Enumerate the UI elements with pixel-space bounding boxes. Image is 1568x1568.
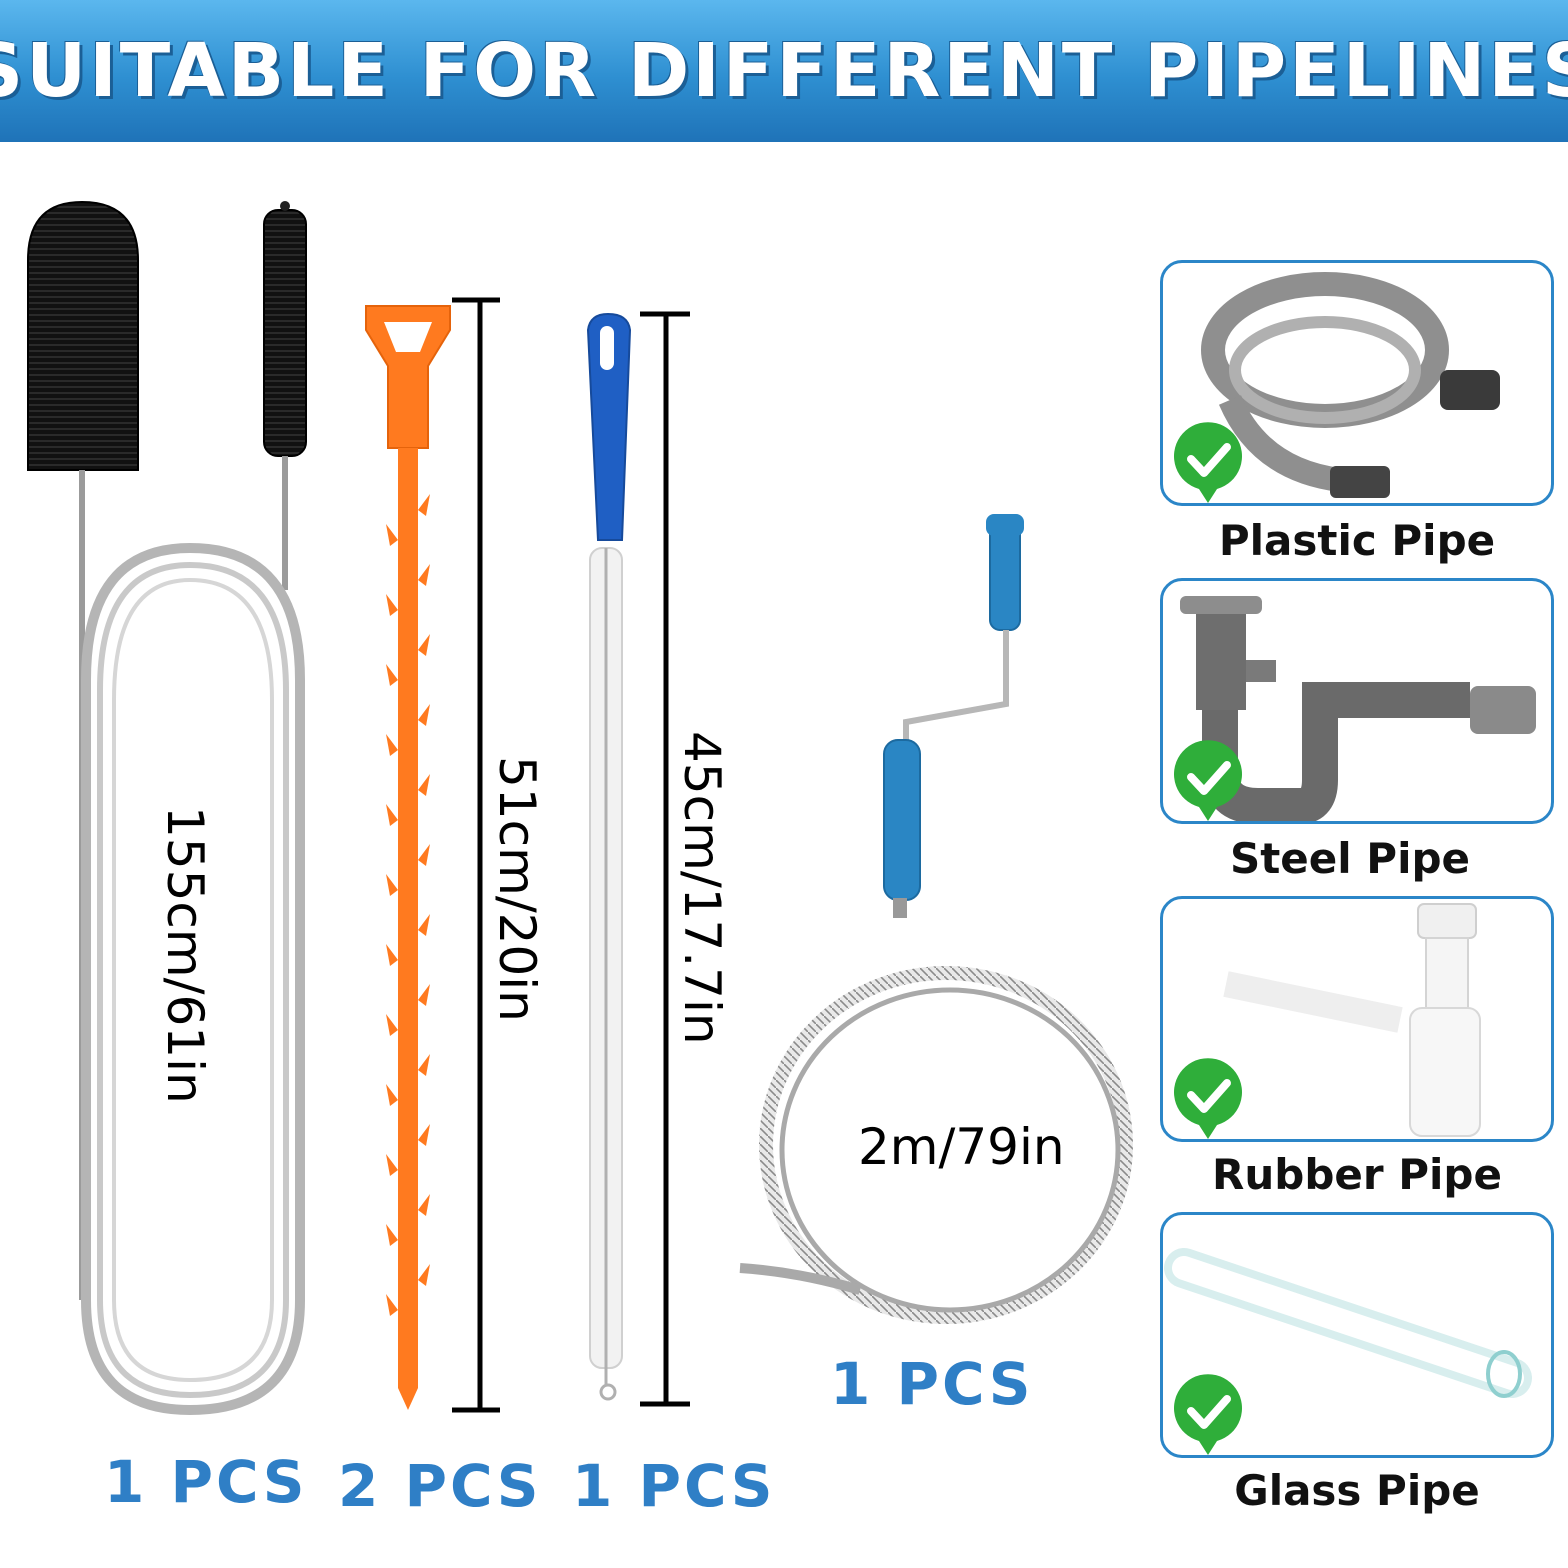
banner-title: SUITABLE FOR DIFFERENT PIPELINES	[0, 28, 1568, 114]
spring-cable	[79, 456, 305, 1416]
quantity-auger: 1 PCS	[830, 1350, 1034, 1418]
orange-drain-stick	[365, 305, 451, 1410]
measure-label-auger-cable: 2m/79in	[858, 1118, 1065, 1176]
pipe-label-plastic: Plastic Pipe	[1218, 516, 1496, 565]
quantity-white-brush: 1 PCS	[572, 1452, 776, 1520]
measure-label-spring-brush: 155cm/61in	[156, 806, 214, 1104]
pipe-card-glass	[1160, 1212, 1554, 1458]
pipe-label-rubber: Rubber Pipe	[1212, 1150, 1502, 1199]
large-brush-head	[27, 200, 139, 471]
check-icon	[1174, 740, 1242, 821]
pipe-card-steel	[1160, 578, 1554, 824]
white-brush	[586, 312, 632, 1401]
quantity-orange-stick: 2 PCS	[338, 1452, 542, 1520]
steel-pipe-art	[1180, 596, 1536, 824]
check-icon	[1174, 422, 1242, 503]
measure-bracket-orange	[452, 297, 500, 1413]
pipe-card-rubber	[1160, 896, 1554, 1142]
measure-label-orange-stick: 51cm/20in	[488, 756, 546, 1022]
header-banner: SUITABLE FOR DIFFERENT PIPELINES	[0, 0, 1568, 142]
plastic-pipe-art	[1201, 272, 1500, 498]
small-brush-head	[263, 201, 307, 457]
glass-pipe-art	[1164, 1248, 1532, 1398]
auger-handle	[883, 514, 1024, 918]
pipe-card-plastic	[1160, 260, 1554, 506]
rubber-pipe-art	[1223, 903, 1481, 1137]
measure-bracket-white	[640, 311, 690, 1407]
check-icon	[1174, 1058, 1242, 1139]
measure-label-white-brush: 45cm/17.7in	[673, 731, 731, 1045]
pipe-label-glass: Glass Pipe	[1234, 1466, 1480, 1515]
check-icon	[1174, 1374, 1242, 1455]
pipe-label-steel: Steel Pipe	[1229, 834, 1471, 883]
auger-cable	[739, 966, 1133, 1324]
quantity-spring-brush: 1 PCS	[104, 1448, 308, 1516]
